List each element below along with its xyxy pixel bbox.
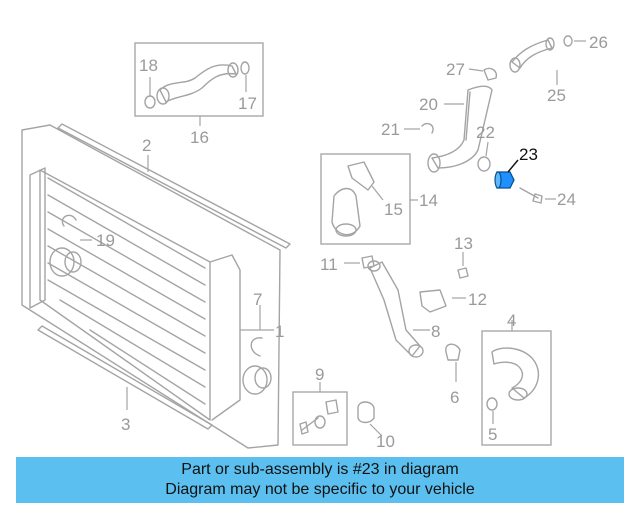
callout-20[interactable]: 20: [419, 95, 438, 114]
seal-strip-3: [37, 325, 213, 430]
callout-23[interactable]: 23: [519, 145, 538, 164]
callout-9[interactable]: 9: [315, 365, 324, 384]
callout-21[interactable]: 21: [381, 120, 400, 139]
callout-18[interactable]: 18: [139, 56, 158, 75]
part-10: [357, 401, 383, 437]
callout-22[interactable]: 22: [476, 123, 495, 142]
callout-19[interactable]: 19: [96, 231, 115, 250]
callout-26[interactable]: 26: [589, 33, 608, 52]
clamp-7: [250, 305, 263, 357]
banner-line-disclaimer: Diagram may not be specific to your vehi…: [165, 481, 475, 498]
banner-line-part-number: Part or sub-assembly is #23 in diagram: [181, 461, 459, 478]
callout-1[interactable]: 1: [275, 322, 284, 341]
callout-24[interactable]: 24: [557, 190, 576, 209]
callout-27[interactable]: 27: [446, 60, 465, 79]
callout-10[interactable]: 10: [376, 432, 395, 451]
callout-17[interactable]: 17: [238, 94, 257, 113]
intercooler-assembly: [21, 124, 281, 449]
part-23-highlighted[interactable]: [494, 159, 519, 189]
callout-2[interactable]: 2: [142, 136, 151, 155]
part-group-16: [134, 42, 264, 126]
callout-13[interactable]: 13: [454, 234, 473, 253]
callout-25[interactable]: 25: [547, 86, 566, 105]
callout-5[interactable]: 5: [488, 425, 497, 444]
part-group-4: [481, 320, 552, 446]
callout-6[interactable]: 6: [450, 388, 459, 407]
callout-11[interactable]: 11: [320, 255, 338, 274]
seal-strip-2: [57, 123, 291, 249]
callout-4[interactable]: 4: [507, 311, 516, 330]
callout-7[interactable]: 7: [253, 290, 262, 309]
part-group-25: [509, 35, 586, 85]
info-banner: Part or sub-assembly is #23 in diagram D…: [16, 457, 624, 503]
clamp-6: [445, 343, 461, 382]
callout-12[interactable]: 12: [468, 290, 487, 309]
part-group-9: [292, 382, 348, 446]
callout-16[interactable]: 16: [190, 128, 209, 147]
callout-14[interactable]: 14: [419, 191, 438, 210]
charge-pipe-8: [344, 252, 469, 358]
bolt-24: [519, 187, 556, 204]
charge-pipe-20: [404, 67, 498, 173]
callout-8[interactable]: 8: [431, 322, 440, 341]
callout-3[interactable]: 3: [121, 415, 130, 434]
part-group-14: [320, 153, 418, 245]
callout-15[interactable]: 15: [384, 200, 403, 219]
